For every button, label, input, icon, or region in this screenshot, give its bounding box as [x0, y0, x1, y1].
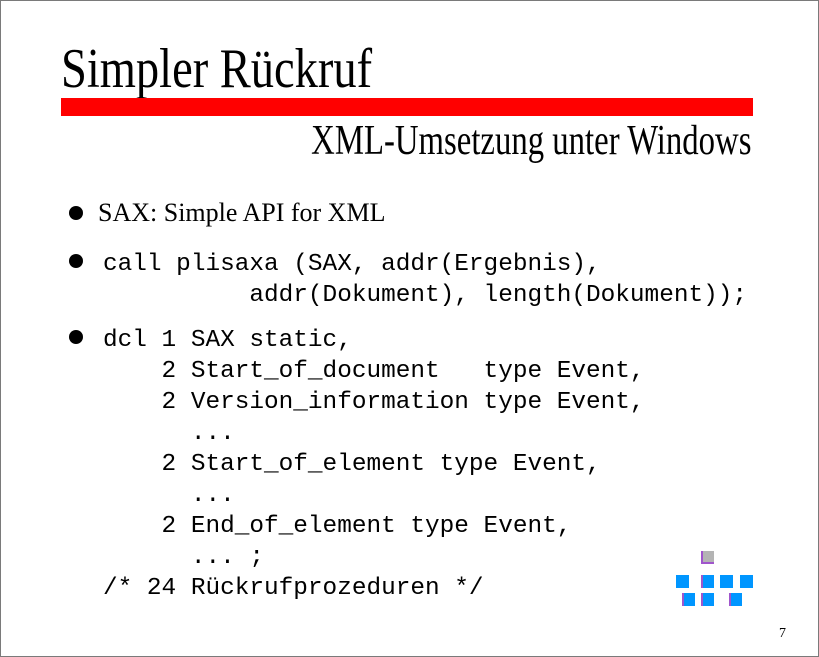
slide-subtitle: XML-Umsetzung unter Windows	[310, 118, 751, 164]
code-block-dcl-sax: dcl 1 SAX static, 2 Start_of_document ty…	[103, 327, 645, 602]
logo-square	[701, 551, 714, 564]
title-rule	[61, 98, 753, 116]
logo-square	[701, 575, 714, 588]
code-block-call-plisaxa: call plisaxa (SAX, addr(Ergebnis), addr(…	[103, 251, 748, 309]
logo-square	[720, 575, 733, 588]
logo-square	[682, 593, 695, 606]
logo-square	[701, 593, 714, 606]
logo-square	[729, 593, 742, 606]
slide-title: Simpler Rückruf	[61, 38, 373, 100]
logo-square	[740, 575, 753, 588]
page-number: 7	[779, 626, 786, 641]
bullet-icon	[69, 254, 83, 268]
bullet-text-sax: SAX: Simple API for XML	[98, 198, 386, 227]
bullet-icon	[69, 206, 83, 220]
logo-square	[676, 575, 689, 588]
bullet-icon	[69, 330, 83, 344]
